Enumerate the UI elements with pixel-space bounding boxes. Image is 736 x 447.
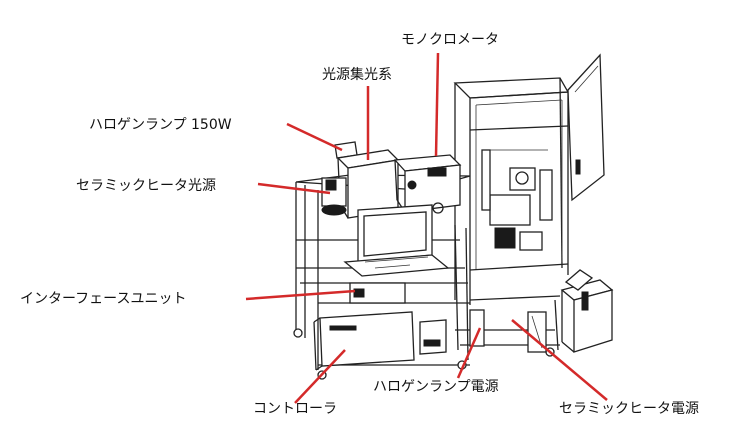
leader-controller bbox=[294, 349, 346, 404]
leader-interface-unit bbox=[245, 289, 356, 301]
leader-heater-power bbox=[511, 319, 608, 401]
label-halogen-lamp: ハロゲンランプ 150W bbox=[89, 117, 232, 133]
cabinet bbox=[453, 53, 605, 305]
ceramic-heater bbox=[321, 177, 347, 216]
label-controller: コントローラ bbox=[253, 401, 337, 417]
halogen-power-box bbox=[419, 309, 485, 355]
label-interface-unit: インターフェースユニット bbox=[20, 291, 187, 307]
leader-lines bbox=[245, 52, 608, 404]
controller-box bbox=[313, 311, 415, 371]
leader-halogen-lamp bbox=[286, 122, 343, 152]
interface-unit-box bbox=[349, 282, 406, 304]
interior-optics bbox=[481, 149, 553, 251]
laptop bbox=[343, 204, 450, 277]
monochromator-unit bbox=[393, 154, 462, 214]
leader-ceramic-heater bbox=[257, 182, 331, 195]
label-ceramic-heater-power: セラミックヒータ電源 bbox=[559, 401, 699, 417]
leader-monochromator bbox=[434, 52, 440, 157]
label-monochromator: モノクロメータ bbox=[401, 32, 499, 48]
label-halogen-power: ハロゲンランプ電源 bbox=[373, 379, 499, 395]
label-light-optics: 光源集光系 bbox=[322, 67, 392, 83]
leader-halogen-power bbox=[456, 327, 482, 379]
label-ceramic-heater-source: セラミックヒータ光源 bbox=[76, 178, 216, 194]
heater-power-box bbox=[527, 269, 614, 353]
